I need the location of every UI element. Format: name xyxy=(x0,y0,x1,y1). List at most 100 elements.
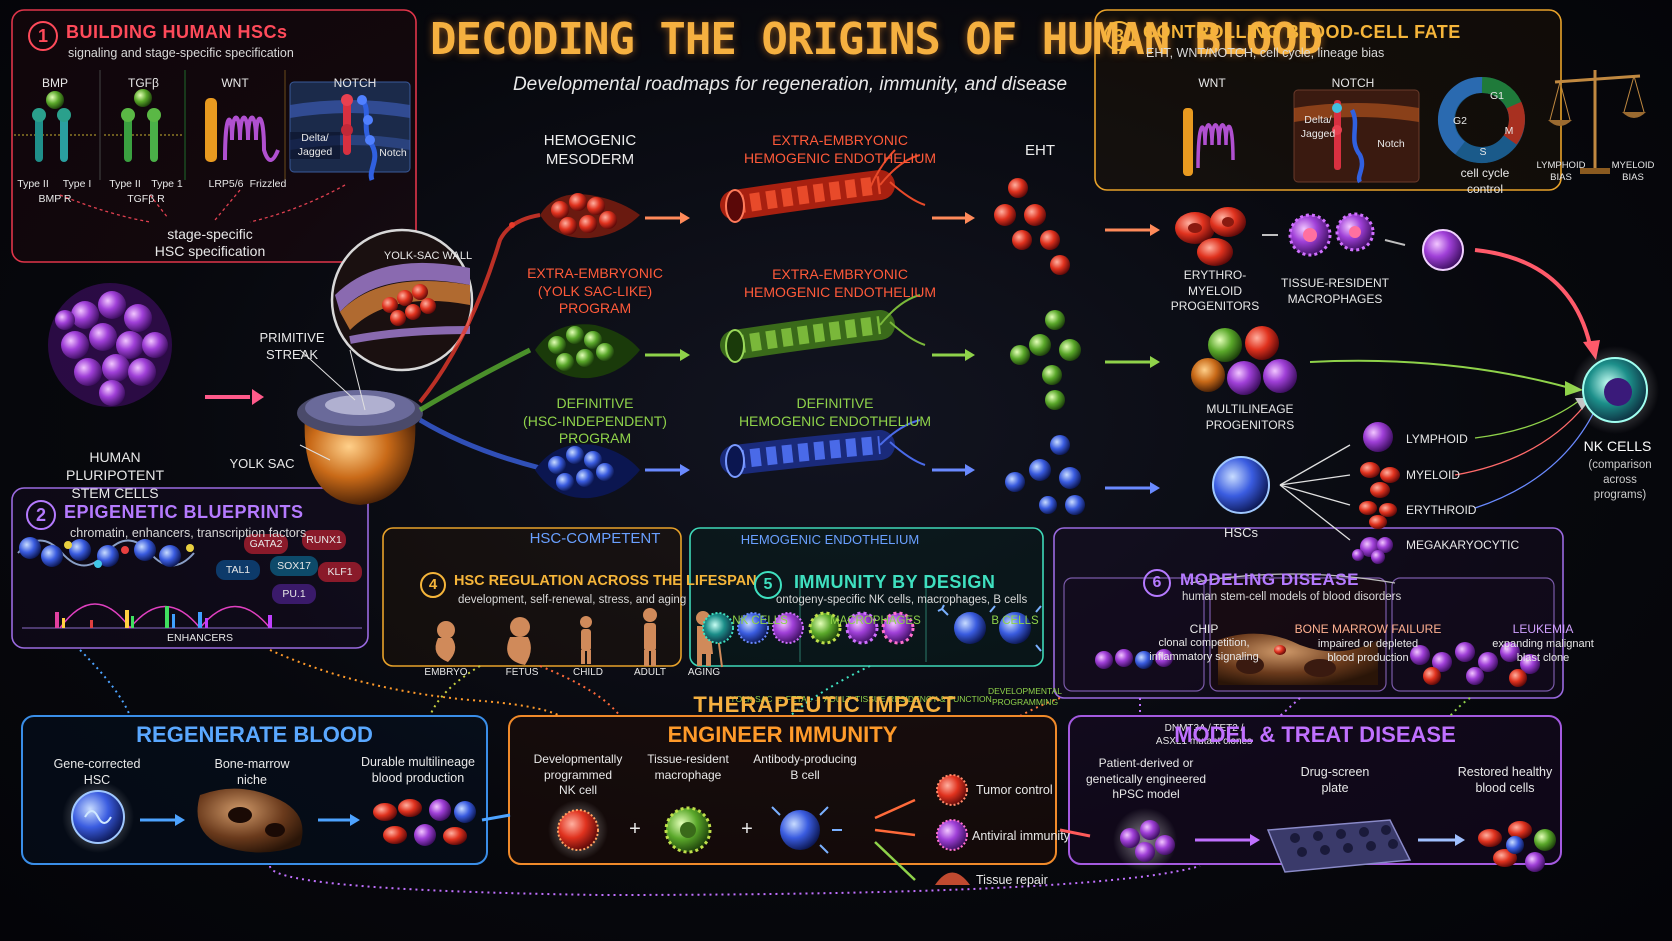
nk-progenitor-icon xyxy=(1422,229,1464,271)
panel5-title: IMMUNITY BY DESIGN xyxy=(794,572,996,592)
enhancer-track-icon xyxy=(22,603,362,629)
drug-screen-plate-icon xyxy=(1266,819,1412,873)
mesoderm-cluster-blue xyxy=(535,444,640,499)
notch-receptor-icon xyxy=(289,81,411,181)
hpsc-label: HUMAN PLURIPOTENT STEM CELLS xyxy=(65,449,164,502)
outcome-arrows xyxy=(874,798,916,881)
tgfbr-label: TGFβ R xyxy=(127,193,165,205)
extra-embryonic-program-label: EXTRA-EMBRYONIC (YOLK SAC-LIKE) PROGRAM xyxy=(527,265,663,316)
durable-production-label: Durable multilineage blood production xyxy=(361,755,475,786)
macrophages-icons xyxy=(808,611,915,645)
antiviral-immunity-icon xyxy=(936,819,968,851)
lymphoid-bias-label: LYMPHOID BIAS xyxy=(1536,160,1586,184)
fetus-icon xyxy=(507,617,531,665)
yolk-sac-label: YOLK SAC xyxy=(229,456,295,471)
pluripotent-stem-cell-cluster xyxy=(48,283,172,407)
cycle-m: M xyxy=(1504,125,1514,137)
panel3-delta-label: Delta/ Jagged xyxy=(1300,114,1336,140)
cycle-g1: G1 xyxy=(1489,90,1504,102)
megakaryocytic-icon xyxy=(1352,537,1393,564)
bmp-type1-label: Type I xyxy=(62,178,92,190)
cell-cycle-icon xyxy=(1438,77,1525,164)
cycle-s: S xyxy=(1479,146,1487,158)
panel2-number: 2 xyxy=(26,500,56,530)
endothelium-tube-green xyxy=(720,294,926,363)
lrp-label: LRP5/6 xyxy=(208,178,244,190)
main-subtitle: Developmental roadmaps for regeneration,… xyxy=(512,74,1068,95)
notch-receptor-icon-2 xyxy=(1293,89,1420,184)
tgfb-type2-label: Type II xyxy=(109,178,141,190)
chip-note: DNMT3A / TET2 / ASXL1 mutant clones xyxy=(1155,723,1253,747)
eht-cluster-red xyxy=(994,178,1070,275)
tf-klf1: KLF1 xyxy=(327,566,353,578)
frizzled-label: Frizzled xyxy=(249,178,287,190)
tgfb-type1-label: Type 1 xyxy=(151,178,183,190)
gene-corrected-hsc-icon xyxy=(62,781,134,853)
bmpr-label: BMP R xyxy=(38,193,72,205)
tf-runx1: RUNX1 xyxy=(306,534,342,546)
megakaryocytic-label: MEGAKARYOCYTIC xyxy=(1406,538,1520,552)
panel2-title: EPIGENETIC BLUEPRINTS xyxy=(64,502,304,522)
dotted-connectors xyxy=(79,649,1471,897)
panel6-number: 6 xyxy=(1143,569,1171,597)
panel5-subtitle: ontogeny-specific NK cells, macrophages,… xyxy=(776,594,1028,606)
stage-fetus: FETUS xyxy=(505,667,539,678)
chip-clones-icon xyxy=(1095,649,1173,669)
eht-cluster-green xyxy=(1010,310,1081,410)
tf-tal1: TAL1 xyxy=(225,564,251,576)
chromatin-icon xyxy=(17,537,195,568)
panel5-nk-header: NK CELLS xyxy=(732,615,788,627)
stage-child: CHILD xyxy=(572,667,603,678)
eht-cluster-blue xyxy=(1005,435,1085,515)
tgfb-receptor-icon xyxy=(104,89,182,162)
panel3-subtitle: EHT, WNT/NOTCH, cell cycle, lineage bias xyxy=(1146,46,1385,60)
bmp-label: BMP xyxy=(41,76,68,90)
child-icon xyxy=(580,616,592,664)
chip-subtitle: clonal competition, inflammatory signali… xyxy=(1149,637,1259,664)
panel5-b-note: DEVELOPMENTAL PROGRAMMING xyxy=(987,686,1062,708)
extra-embryonic-endothelium-label: EXTRA-EMBRYONIC HEMOGENIC ENDOTHELIUM xyxy=(743,266,937,300)
panel4-number: 4 xyxy=(420,572,446,598)
regenerate-blood-title: REGENERATE BLOOD xyxy=(136,722,373,747)
therapeutic-impact-title: THERAPEUTIC IMPACT xyxy=(693,692,957,717)
model-treat-title: MODEL & TREAT DISEASE xyxy=(1174,722,1456,747)
balance-scale-icon xyxy=(1548,70,1646,174)
primitive-streak-label: PRIMITIVE STREAK xyxy=(259,330,325,362)
multilineage-label: MULTILINEAGE PROGENITORS xyxy=(1205,402,1295,432)
bmp-type2-label: Type II xyxy=(17,178,49,190)
engineered-macrophage-label: Tissue-resident macrophage xyxy=(647,752,729,782)
endothelium-tube-blue xyxy=(720,419,926,478)
wnt-receptor-icon-2 xyxy=(1183,108,1235,176)
restored-blood-cells-icon xyxy=(1478,821,1556,872)
erythro-myeloid-progenitors-icon xyxy=(1175,207,1246,266)
tf-sox17: SOX17 xyxy=(277,560,311,572)
lifespan-figures xyxy=(435,608,723,668)
panel1-number: 1 xyxy=(28,21,58,51)
yolk-sac-embryo-icon xyxy=(297,390,423,505)
leukemia-blasts-icon xyxy=(1410,642,1540,687)
tf-blobs xyxy=(216,530,362,604)
nk-cell-icon xyxy=(1571,346,1659,434)
panel6-subtitle: human stem-cell models of blood disorder… xyxy=(1182,591,1402,603)
regen-border xyxy=(21,715,488,865)
stage-aging: AGING xyxy=(687,667,721,678)
hsc-branch-arrows xyxy=(1279,444,1351,541)
tumor-control-icon xyxy=(936,774,968,806)
panel5-number: 5 xyxy=(754,571,782,599)
panel1-title: BUILDING HUMAN HSCs xyxy=(66,22,288,42)
main-title: DECODING THE ORIGINS OF HUMAN BLOOD xyxy=(430,14,1323,65)
notch-receptor-label: Notch xyxy=(379,147,407,159)
eht-header: EHT xyxy=(1025,142,1055,159)
tf-pu1: PU.1 xyxy=(282,588,306,600)
emp-label: ERYTHRO- MYELOID PROGENITORS xyxy=(1170,268,1260,314)
panel3-number: 3 xyxy=(1104,21,1134,51)
b-cells-icons xyxy=(937,604,1042,652)
definitive-endothelium-label: DEFINITIVE HEMOGENIC ENDOTHELIUM xyxy=(738,395,932,429)
engineered-b-cell-icon xyxy=(771,806,842,854)
panel4-title: HSC REGULATION ACROSS THE LIFESPAN xyxy=(454,573,757,589)
panel2-border xyxy=(11,487,369,649)
panel3-title: CONTROLLING BLOOD-CELL FATE xyxy=(1143,22,1461,42)
multilineage-progenitors-icon xyxy=(1191,326,1297,395)
leukemia-title: LEUKEMIA xyxy=(1512,622,1574,636)
lymphoid-label: LYMPHOID xyxy=(1406,432,1468,446)
